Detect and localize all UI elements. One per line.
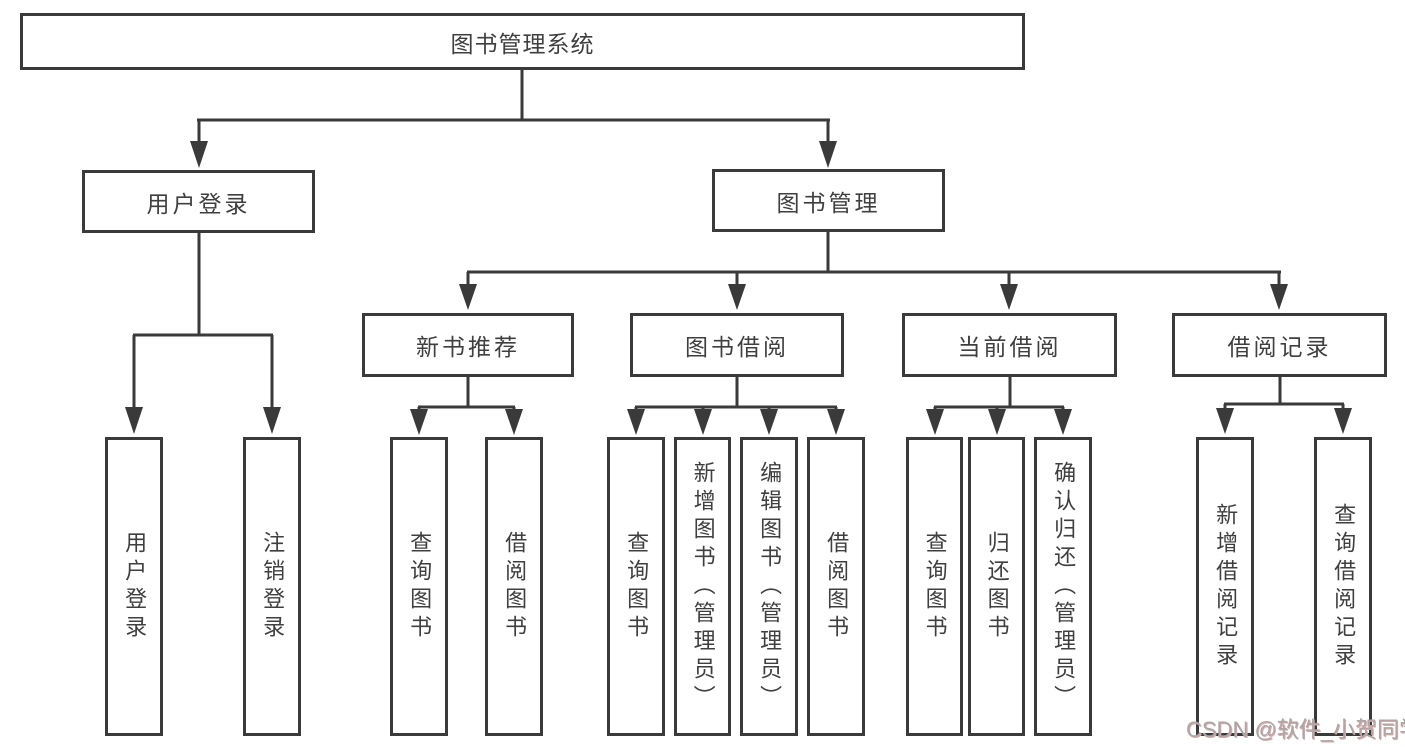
leaf-label: 归还图书 — [984, 530, 1010, 643]
leaf-label: 确认归还（管理员） — [1051, 460, 1077, 713]
leaf-newbook-query-books: 查询图书 — [390, 437, 448, 736]
leaf-current-confirm-return-admin: 确认归还（管理员） — [1034, 437, 1092, 736]
leaf-records-query-record: 查询借阅记录 — [1314, 437, 1372, 736]
node-user-login: 用户登录 — [82, 170, 315, 233]
leaf-records-add-record: 新增借阅记录 — [1196, 437, 1254, 736]
leaf-label: 新增借阅记录 — [1213, 502, 1239, 671]
leaf-label: 编辑图书（管理员） — [757, 460, 783, 713]
leaf-borrow-query-books: 查询图书 — [607, 437, 665, 736]
node-new-book-recommend: 新书推荐 — [362, 313, 574, 377]
node-borrow-records: 借阅记录 — [1172, 313, 1387, 377]
leaf-label: 用户登录 — [122, 530, 148, 643]
node-current-borrow: 当前借阅 — [902, 313, 1117, 377]
leaf-label: 新增图书（管理员） — [690, 460, 716, 713]
leaf-borrow-edit-books-admin: 编辑图书（管理员） — [740, 437, 798, 736]
leaf-user-login: 用户登录 — [105, 437, 163, 736]
leaf-newbook-borrow-books: 借阅图书 — [485, 437, 543, 736]
node-library-system: 图书管理系统 — [20, 13, 1025, 70]
leaf-label: 借阅图书 — [502, 530, 528, 643]
leaf-borrow-borrow-books: 借阅图书 — [807, 437, 865, 736]
leaf-label: 查询图书 — [407, 530, 433, 643]
leaf-logout: 注销登录 — [243, 437, 301, 736]
leaf-current-query-books: 查询图书 — [906, 437, 963, 736]
leaf-label: 注销登录 — [260, 530, 286, 643]
leaf-label: 查询图书 — [624, 530, 650, 643]
node-book-management: 图书管理 — [712, 169, 945, 232]
leaf-current-return-books: 归还图书 — [968, 437, 1025, 736]
csdn-watermark: CSDN @软件_小贺同学 — [1186, 717, 1405, 742]
leaf-borrow-add-books-admin: 新增图书（管理员） — [674, 437, 731, 736]
node-book-borrow: 图书借阅 — [630, 313, 844, 377]
leaf-label: 查询图书 — [922, 530, 948, 643]
leaf-label: 借阅图书 — [824, 530, 850, 643]
leaf-label: 查询借阅记录 — [1331, 502, 1357, 671]
